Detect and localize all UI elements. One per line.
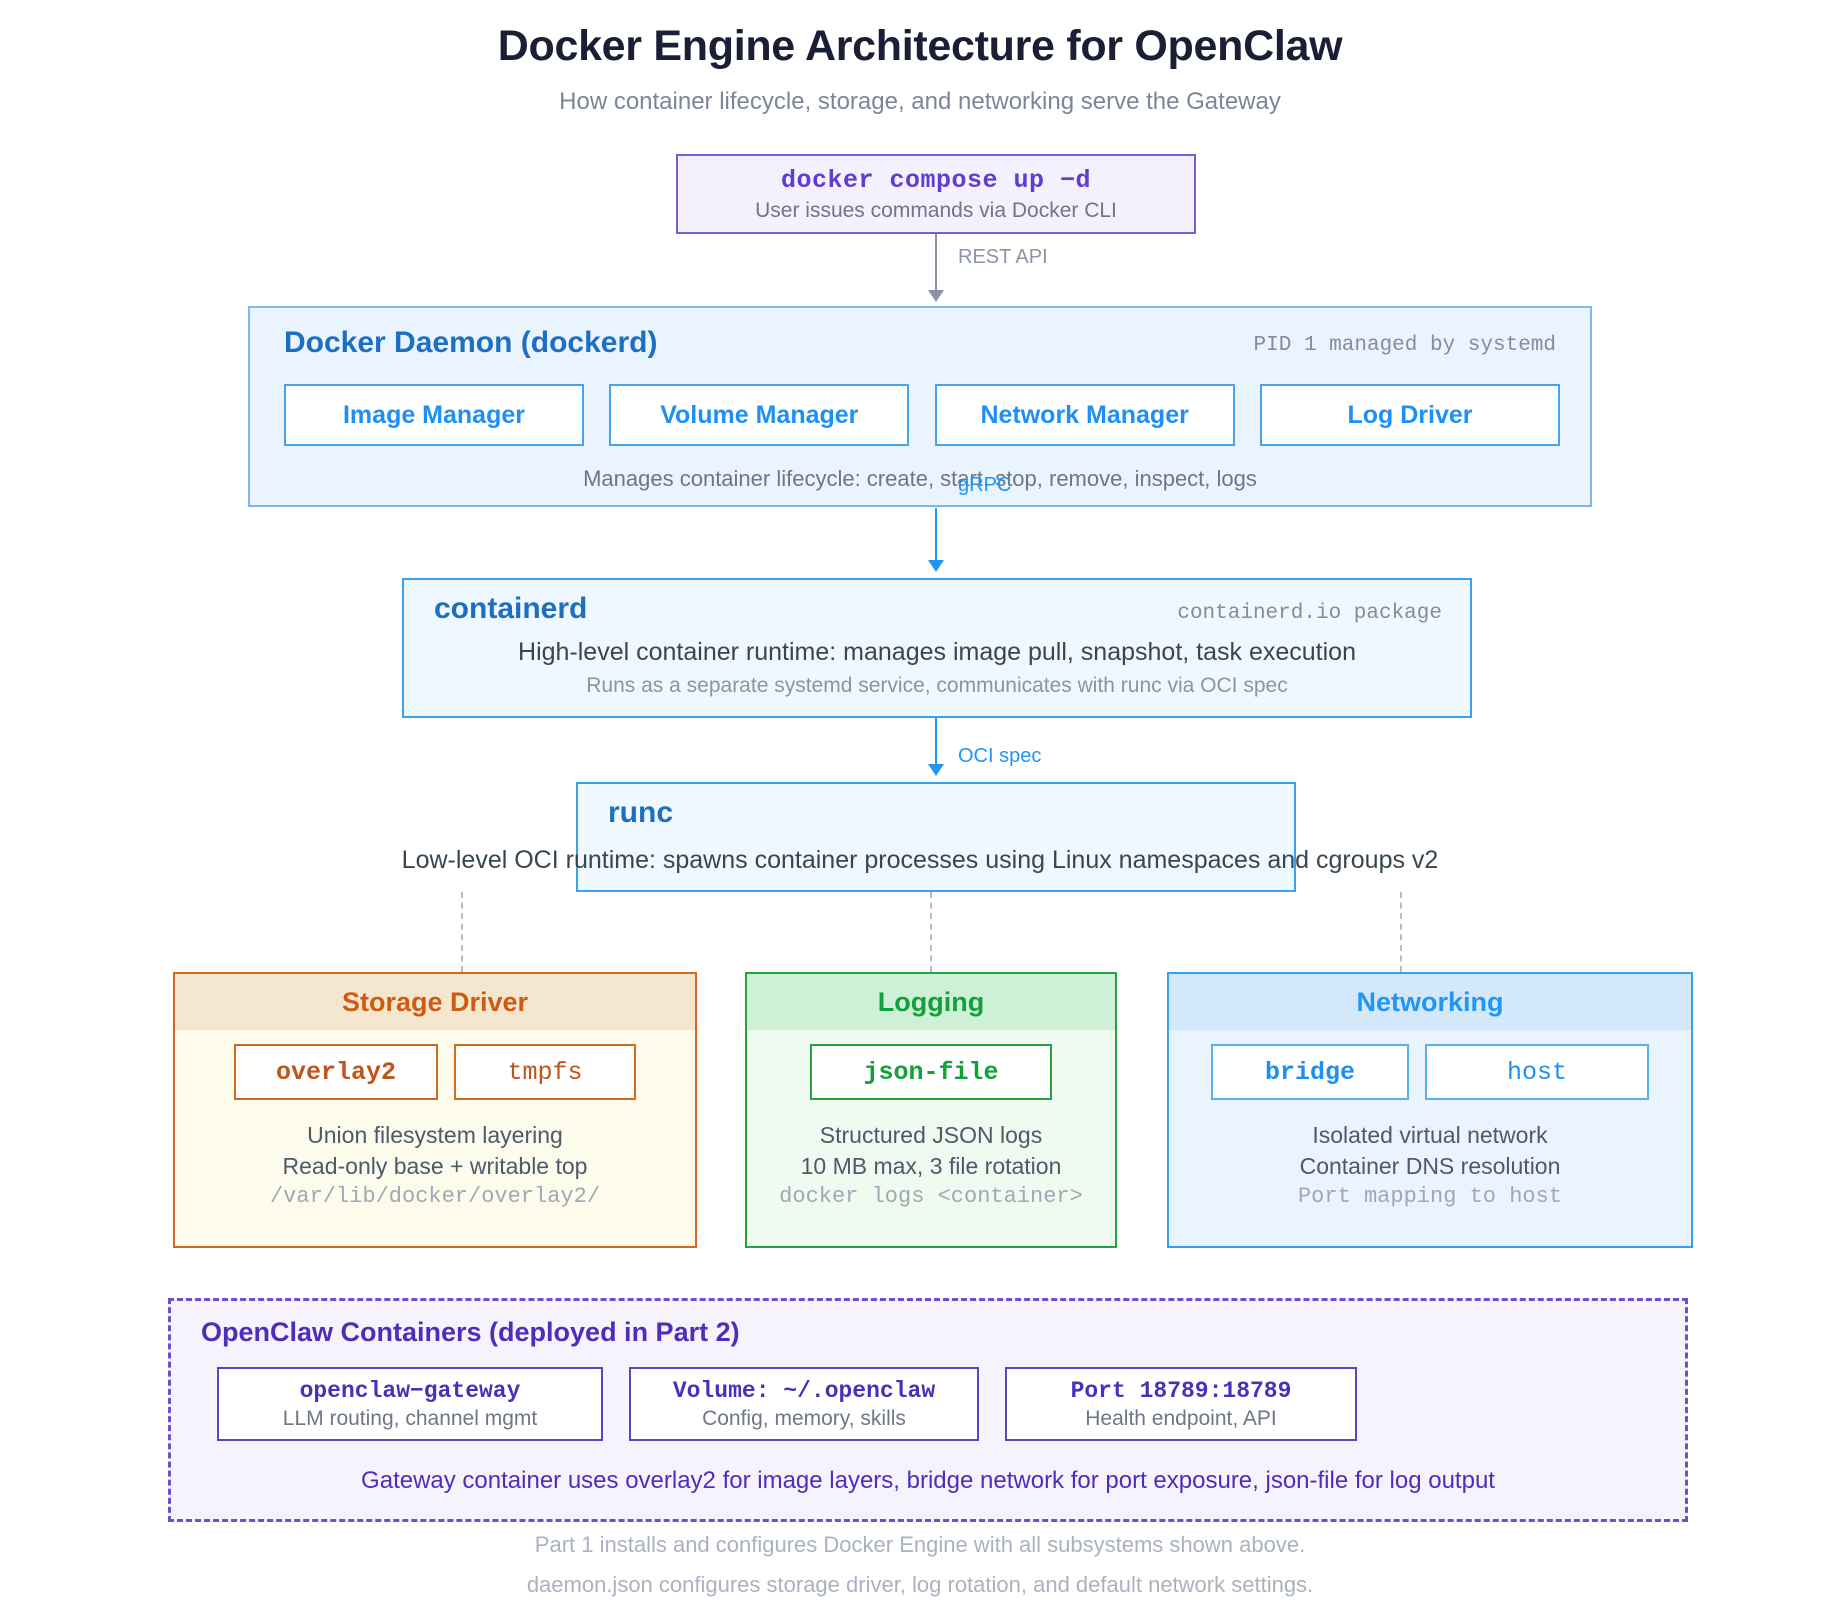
docker-daemon-description: Manages container lifecycle: create, sta…	[583, 466, 1257, 491]
chip-overlay2[interactable]: overlay2	[234, 1044, 438, 1100]
edge-label-oci-spec: OCI spec	[958, 745, 1042, 767]
card-openclaw-port-subtitle: Health endpoint, API	[1085, 1406, 1277, 1430]
chip-host[interactable]: host	[1425, 1044, 1649, 1100]
daemon-component-log-driver[interactable]: Log Driver	[1259, 384, 1560, 446]
containerd-title: containerd	[434, 592, 588, 625]
containerd-note: containerd.io package	[1177, 602, 1442, 625]
panel-networking-lines: Isolated virtual network Container DNS r…	[1169, 1120, 1691, 1209]
panel-storage-driver-chips: overlay2 tmpfs	[175, 1044, 695, 1100]
docker-cli-description: User issues commands via Docker CLI	[755, 198, 1117, 222]
page-title: Docker Engine Architecture for OpenClaw	[497, 22, 1343, 70]
connector-runc-to-logging	[930, 892, 932, 972]
panel-storage-driver: Storage Driver overlay2 tmpfs Union file…	[173, 972, 697, 1248]
chip-bridge[interactable]: bridge	[1211, 1044, 1409, 1100]
containerd-description-secondary: Runs as a separate systemd service, comm…	[586, 674, 1288, 697]
storage-line-1: Union filesystem layering	[307, 1122, 563, 1148]
docker-daemon-components: Image Manager Volume Manager Network Man…	[284, 384, 1560, 446]
card-openclaw-gateway[interactable]: openclaw−gateway LLM routing, channel mg…	[217, 1367, 603, 1441]
footer-note-line-1: Part 1 installs and configures Docker En…	[534, 1532, 1306, 1557]
panel-networking-chips: bridge host	[1169, 1044, 1691, 1100]
edge-label-rest-api: REST API	[958, 246, 1048, 268]
page-subtitle: How container lifecycle, storage, and ne…	[559, 88, 1281, 115]
daemon-component-image-manager[interactable]: Image Manager	[284, 384, 584, 446]
panel-logging-lines: Structured JSON logs 10 MB max, 3 file r…	[747, 1120, 1115, 1209]
arrowhead-containerd-to-runc	[928, 764, 944, 776]
panel-logging-title: Logging	[747, 974, 1115, 1030]
openclaw-container-cards: openclaw−gateway LLM routing, channel mg…	[217, 1367, 1357, 1441]
runc-node: runc	[576, 782, 1296, 892]
connector-cli-to-daemon	[935, 234, 937, 292]
panel-networking: Networking bridge host Isolated virtual …	[1167, 972, 1693, 1248]
openclaw-containers-title: OpenClaw Containers (deployed in Part 2)	[201, 1317, 740, 1347]
daemon-component-network-manager[interactable]: Network Manager	[934, 384, 1235, 446]
docker-cli-node: docker compose up −d User issues command…	[676, 154, 1196, 234]
footer-note-line-2: daemon.json configures storage driver, l…	[526, 1572, 1314, 1597]
logging-command: docker logs <container>	[779, 1184, 1083, 1210]
containerd-node: containerd containerd.io package High-le…	[402, 578, 1472, 718]
daemon-component-volume-manager[interactable]: Volume Manager	[609, 384, 910, 446]
logging-line-1: Structured JSON logs	[819, 1122, 1043, 1148]
panel-storage-driver-title: Storage Driver	[175, 974, 695, 1030]
networking-line-2: Container DNS resolution	[1299, 1153, 1561, 1180]
docker-daemon-node: Docker Daemon (dockerd) PID 1 managed by…	[248, 306, 1592, 507]
card-openclaw-gateway-subtitle: LLM routing, channel mgmt	[282, 1406, 538, 1430]
containerd-description-primary: High-level container runtime: manages im…	[518, 638, 1356, 666]
openclaw-containers-summary: Gateway container uses overlay2 for imag…	[361, 1467, 1495, 1494]
openclaw-containers-group: OpenClaw Containers (deployed in Part 2)…	[168, 1298, 1688, 1522]
arrowhead-daemon-to-containerd	[928, 560, 944, 572]
card-openclaw-gateway-title: openclaw−gateway	[299, 1377, 521, 1404]
card-openclaw-volume-title: Volume: ~/.openclaw	[672, 1377, 936, 1404]
connector-daemon-to-containerd	[935, 508, 937, 562]
docker-daemon-note: PID 1 managed by systemd	[1253, 334, 1556, 357]
connector-runc-to-storage	[461, 892, 463, 972]
card-openclaw-volume-subtitle: Config, memory, skills	[702, 1406, 906, 1430]
card-openclaw-volume[interactable]: Volume: ~/.openclaw Config, memory, skil…	[629, 1367, 979, 1441]
chip-json-file[interactable]: json-file	[810, 1044, 1052, 1100]
panel-logging-chips: json-file	[747, 1044, 1115, 1100]
panel-logging: Logging json-file Structured JSON logs 1…	[745, 972, 1117, 1248]
runc-title: runc	[608, 796, 674, 829]
chip-tmpfs[interactable]: tmpfs	[454, 1044, 636, 1100]
runc-description: Low-level OCI runtime: spawns container …	[401, 846, 1439, 874]
storage-line-2: Read-only base + writable top	[282, 1153, 588, 1180]
connector-containerd-to-runc	[935, 718, 937, 766]
networking-port-mapping: Port mapping to host	[1297, 1184, 1563, 1210]
edge-label-grpc: gRPC	[958, 474, 1012, 496]
storage-path: /var/lib/docker/overlay2/	[269, 1184, 601, 1210]
panel-networking-title: Networking	[1169, 974, 1691, 1030]
panel-storage-driver-lines: Union filesystem layering Read-only base…	[175, 1120, 695, 1209]
docker-daemon-title: Docker Daemon (dockerd)	[284, 326, 658, 359]
logging-line-2: 10 MB max, 3 file rotation	[800, 1153, 1062, 1180]
card-openclaw-port[interactable]: Port 18789:18789 Health endpoint, API	[1005, 1367, 1357, 1441]
connector-runc-to-networking	[1400, 892, 1402, 972]
docker-cli-command: docker compose up −d	[780, 165, 1092, 195]
card-openclaw-port-title: Port 18789:18789	[1070, 1377, 1292, 1404]
networking-line-1: Isolated virtual network	[1312, 1122, 1548, 1148]
arrowhead-cli-to-daemon	[928, 290, 944, 302]
